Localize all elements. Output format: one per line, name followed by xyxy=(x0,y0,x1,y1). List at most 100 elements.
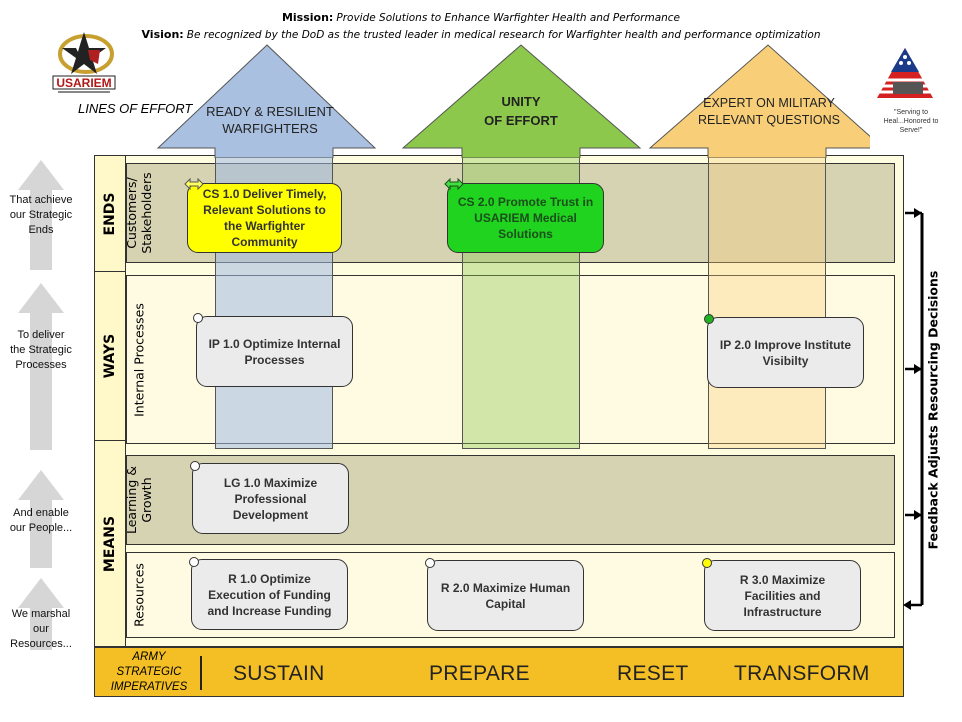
flag-triangle-logo-icon xyxy=(877,48,933,98)
line: We marshal xyxy=(11,608,71,620)
band-label-line: Stakeholders xyxy=(139,172,154,254)
band-label: Customers/Stakeholders xyxy=(124,164,154,262)
objective-text: R 1.0 Optimize Execution of Funding and … xyxy=(207,571,332,618)
objective-text: CS 2.0 Promote Trust in USARIEM Medical … xyxy=(457,195,594,241)
status-indicator-white xyxy=(193,313,203,323)
double-arrow-icon xyxy=(184,178,204,190)
objective-cs1[interactable]: CS 1.0 Deliver Timely, Relevant Solution… xyxy=(187,183,342,253)
army-strategic-imperatives-label: ARMY STRATEGIC IMPERATIVES xyxy=(101,650,197,695)
line: UNITY xyxy=(501,94,541,109)
objective-text: IP 1.0 Optimize Internal Processes xyxy=(208,336,341,367)
vision-statement: Vision: Be recognized by the DoD as the … xyxy=(0,28,962,41)
objective-cs2[interactable]: CS 2.0 Promote Trust in USARIEM Medical … xyxy=(447,183,604,253)
objective-text: CS 1.0 Deliver Timely, Relevant Solution… xyxy=(202,187,327,249)
section-means: MEANS xyxy=(94,440,126,647)
band-label-text: Resources xyxy=(131,563,147,627)
arrow-right-icon xyxy=(914,208,922,218)
arrow-head-unity-of-effort xyxy=(401,44,642,158)
section-label: MEANS xyxy=(102,515,118,572)
objective-text: LG 1.0 Maximize Professional Development xyxy=(223,475,318,522)
imperative-sustain: SUSTAIN xyxy=(233,662,325,685)
lines-of-effort-arrows xyxy=(156,44,870,158)
arrow-head-ready-resilient xyxy=(156,44,377,158)
band-label: Resources xyxy=(127,553,151,637)
status-indicator-yellow xyxy=(702,558,712,568)
objective-r2[interactable]: R 2.0 Maximize Human Capital xyxy=(427,560,584,631)
line: Ends xyxy=(28,224,54,236)
line: our People... xyxy=(9,522,73,534)
double-arrow-icon xyxy=(444,178,464,190)
usariem-logo: USARIEM xyxy=(50,28,120,98)
status-indicator-white xyxy=(190,461,200,471)
objective-ip2[interactable]: IP 2.0 Improve Institute Visibilty xyxy=(707,317,864,388)
imperative-prepare: PREPARE xyxy=(429,662,530,685)
feedback-label: Feedback Adjusts Resourcing Decisions xyxy=(918,210,948,610)
line: READY & RESILIENT xyxy=(206,104,334,119)
left-arrow-label-resources: We marshal our Resources... xyxy=(0,607,82,652)
imperative-reset: RESET xyxy=(617,662,689,685)
section-ways: WAYS xyxy=(94,271,126,441)
section-ends: ENDS xyxy=(94,155,126,272)
line: our Strategic xyxy=(9,209,73,221)
left-arrows xyxy=(18,160,64,650)
line: WARFIGHTERS xyxy=(222,121,318,136)
vision-label: Vision: xyxy=(141,28,184,41)
section-label: ENDS xyxy=(102,192,118,235)
feedback-text: Feedback Adjusts Resourcing Decisions xyxy=(925,270,941,550)
loe-label-unity-of-effort: UNITY OF EFFORT xyxy=(441,92,601,130)
line: OF EFFORT xyxy=(484,113,558,128)
vision-text: Be recognized by the DoD as the trusted … xyxy=(186,29,821,41)
flag-logo-caption: "Serving to Heal...Honored to Serve!" xyxy=(883,109,939,134)
objective-r3[interactable]: R 3.0 Maximize Facilities and Infrastruc… xyxy=(704,560,861,631)
loe-label-ready-resilient: READY & RESILIENT WARFIGHTERS xyxy=(190,103,350,137)
band-label: Learning &Growth xyxy=(124,456,154,544)
objective-text: IP 2.0 Improve Institute Visibilty xyxy=(719,337,852,368)
band-label-text: Internal Processes xyxy=(131,302,147,417)
lines-of-effort-label: LINES OF EFFORT xyxy=(78,101,193,116)
line: ARMY xyxy=(132,651,166,663)
status-indicator-green xyxy=(704,314,714,324)
imperative-transform: TRANSFORM xyxy=(734,662,870,685)
arrow-head-expert-military xyxy=(648,44,870,158)
objective-r1[interactable]: R 1.0 Optimize Execution of Funding and … xyxy=(191,559,348,630)
status-indicator-white xyxy=(425,558,435,568)
status-indicator-white xyxy=(189,557,199,567)
usariem-logo-text: USARIEM xyxy=(56,76,111,90)
line: To deliver xyxy=(17,329,65,341)
left-arrow-label-ways: To deliver the Strategic Processes xyxy=(0,328,82,373)
mission-label: Mission: xyxy=(281,11,334,24)
line: EXPERT ON MILITARY xyxy=(703,96,835,110)
up-arrow-icon xyxy=(18,160,64,270)
arrow-right-icon xyxy=(914,510,922,520)
band-label: Internal Processes xyxy=(127,276,151,443)
line: And enable xyxy=(13,507,69,519)
mission-statement: Mission: Provide Solutions to Enhance Wa… xyxy=(0,11,962,24)
objective-ip1[interactable]: IP 1.0 Optimize Internal Processes xyxy=(196,316,353,387)
line: STRATEGIC xyxy=(116,666,182,678)
band-label-line: Customers/ xyxy=(124,177,139,249)
line: RELEVANT QUESTIONS xyxy=(698,113,840,127)
divider xyxy=(200,656,202,690)
objective-text: R 3.0 Maximize Facilities and Infrastruc… xyxy=(739,572,826,619)
up-arrow-icon xyxy=(18,578,64,650)
pillar-expert-military xyxy=(708,155,826,449)
line: Processes xyxy=(15,359,67,371)
usariem-star-logo-icon: USARIEM xyxy=(52,32,116,93)
left-arrow-label-people: And enable our People... xyxy=(0,506,82,536)
army-strategic-imperatives-bar: ARMY STRATEGIC IMPERATIVES SUSTAIN PREPA… xyxy=(94,647,904,697)
left-arrow-label-ends: That achieve our Strategic Ends xyxy=(0,193,82,238)
mission-text: Provide Solutions to Enhance Warfighter … xyxy=(336,12,681,24)
up-arrow-icon xyxy=(18,470,64,568)
section-label: WAYS xyxy=(102,333,118,379)
arrow-left-icon xyxy=(903,600,911,610)
feedback-bracket xyxy=(903,208,924,610)
line: IMPERATIVES xyxy=(110,681,188,693)
objective-text: R 2.0 Maximize Human Capital xyxy=(440,580,571,611)
up-arrow-icon xyxy=(18,283,64,450)
arrow-right-icon xyxy=(914,364,922,374)
line: the Strategic xyxy=(10,344,72,356)
loe-label-expert-military: EXPERT ON MILITARY RELEVANT QUESTIONS xyxy=(685,95,853,129)
band-label-line: Learning & xyxy=(124,466,139,534)
objective-lg1[interactable]: LG 1.0 Maximize Professional Development xyxy=(192,463,349,534)
flag-logo xyxy=(873,46,943,106)
